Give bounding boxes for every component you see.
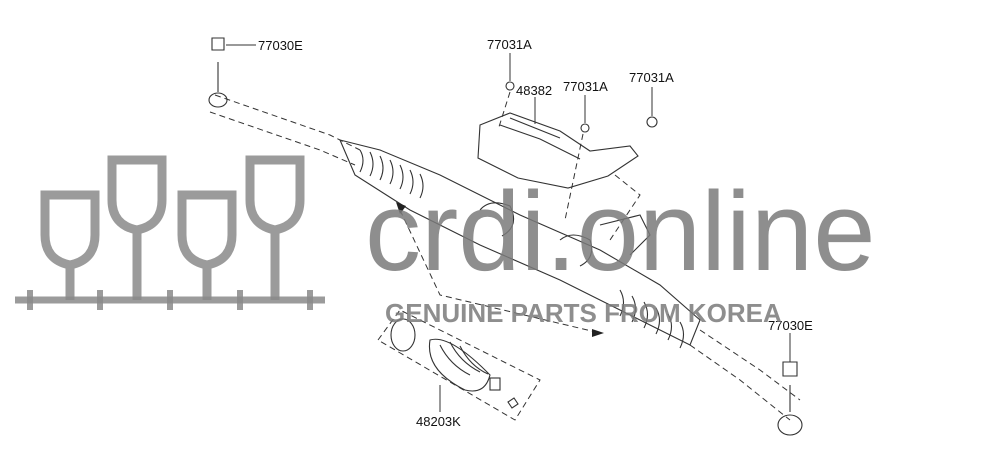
label-77030e-right: 77030E — [768, 318, 813, 333]
label-77031a-2: 77031A — [563, 79, 608, 94]
steering-rack — [209, 94, 801, 421]
bolt-77031a-2: 77031A — [563, 79, 608, 221]
label-48203k: 48203K — [416, 414, 461, 429]
bolt-77031a-1: 77031A — [487, 37, 532, 131]
label-77031a-3: 77031A — [629, 70, 674, 85]
watermark-tagline: GENUINE PARTS FROM KOREA — [385, 298, 782, 328]
rack-cover: 48382 — [477, 83, 639, 189]
watermark-logo-icon — [15, 155, 325, 310]
watermark-brand: crdi.online — [365, 169, 876, 294]
tie-rod-end-left: 77030E — [208, 37, 303, 108]
tie-rod-end-right: 77030E — [768, 318, 813, 436]
label-77031a-1: 77031A — [487, 37, 532, 52]
rack-boot-right — [619, 289, 685, 349]
label-48382: 48382 — [516, 83, 552, 98]
rack-boot-left — [359, 149, 424, 199]
label-77030e-left: 77030E — [258, 38, 303, 53]
boot-kit: 48203K — [377, 202, 604, 429]
bolt-77031a-3: 77031A — [609, 70, 674, 241]
